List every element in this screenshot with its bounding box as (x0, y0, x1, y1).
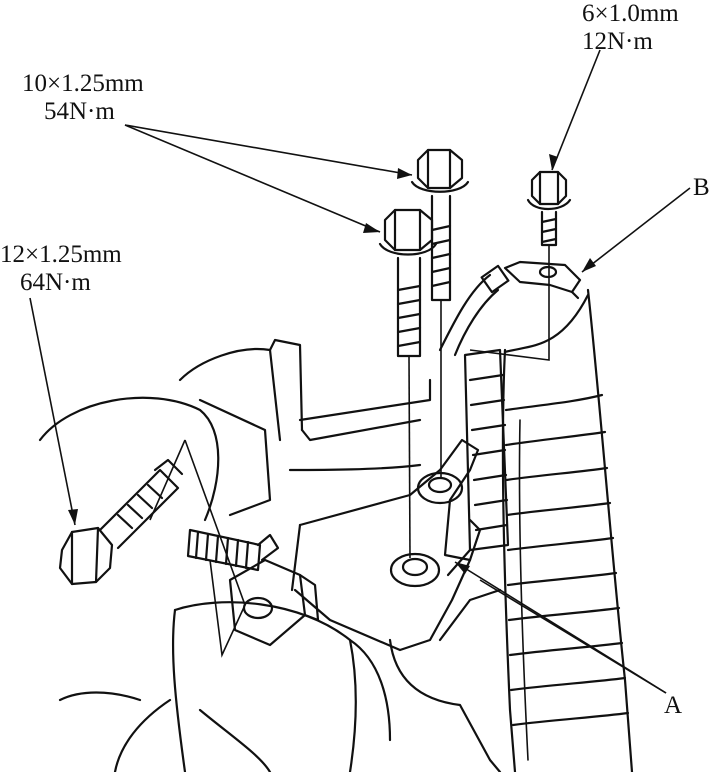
leader-10-front (124, 124, 381, 233)
leader-12 (29, 297, 76, 526)
callout-bolt-6: 6×1.0mm 12N·m (582, 0, 679, 56)
part-label-b: B (693, 174, 710, 201)
arrowhead-a (455, 562, 470, 574)
mount-bracket (290, 438, 482, 652)
leader-b (581, 187, 691, 273)
arrowhead-6 (549, 154, 558, 170)
callout-bolt-12: 12×1.25mm 64N·m (0, 241, 122, 297)
bolt-6-torque: 12N·m (582, 28, 653, 55)
bolt-10-torque: 54N·m (44, 98, 115, 125)
bolt-6 (526, 170, 572, 247)
bolt-10-front (378, 208, 438, 358)
leader-a-2 (479, 579, 667, 694)
engine-housing (38, 396, 392, 772)
arrowhead-12 (68, 509, 78, 525)
align-line-small (469, 245, 550, 361)
leader-lines (29, 49, 691, 694)
arrowhead-10-front (363, 223, 380, 233)
callout-bolt-10: 10×1.25mm 54N·m (22, 70, 144, 126)
align-line-stud (149, 439, 246, 658)
bolt-12-size: 12×1.25mm (0, 241, 122, 268)
leader-6 (551, 49, 601, 171)
ribbed-hose (501, 288, 634, 772)
arrowhead-10-rear (397, 168, 412, 179)
heat-shield (446, 348, 510, 577)
threaded-stud (186, 528, 280, 572)
part-label-a: A (664, 692, 683, 719)
leader-10-rear (124, 124, 413, 176)
bolt-10-size: 10×1.25mm (22, 70, 144, 97)
bolt-12 (58, 458, 184, 586)
align-line-front (408, 355, 411, 559)
arrowhead-b (582, 258, 596, 272)
frame-rail (178, 338, 502, 772)
bolt-6-size: 6×1.0mm (582, 0, 679, 27)
alignment-lines (149, 245, 550, 658)
arrowheads (68, 154, 596, 574)
bolt-12-torque: 64N·m (20, 269, 91, 296)
ground-cable (438, 260, 582, 357)
